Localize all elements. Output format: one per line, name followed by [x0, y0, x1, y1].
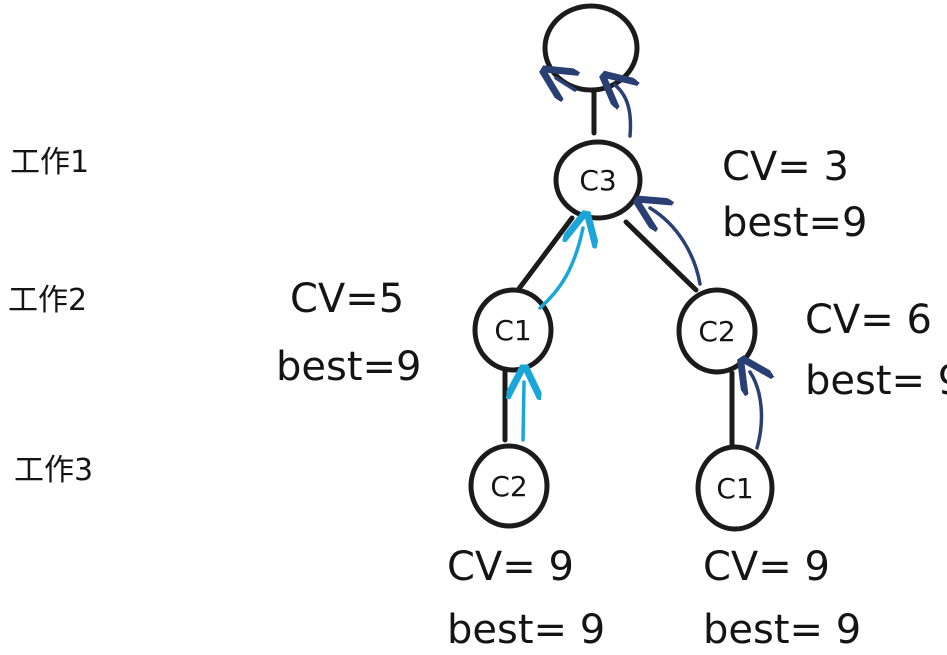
arrow-l1-root — [615, 85, 630, 138]
annotation-l3a-cv: CV= 9 — [447, 544, 574, 590]
node-root — [542, 3, 640, 93]
arrow-l3b-l2b — [750, 372, 761, 450]
node-label-l2a: C1 — [494, 314, 531, 347]
arrow-root-hint — [556, 78, 575, 90]
node-l3b — [695, 444, 775, 532]
row-label-2: 工作2 — [8, 283, 87, 318]
annotation-l3b-best: best= 9 — [703, 607, 861, 653]
node-label-l2b: C2 — [698, 315, 735, 348]
annotation-l1-best: best=9 — [722, 200, 868, 246]
arrow-l2a-l1 — [538, 228, 583, 310]
edge-l1-l2b — [623, 219, 699, 293]
annotation-l1-cv: CV= 3 — [722, 144, 849, 190]
annotation-l3a-best: best= 9 — [447, 607, 605, 653]
annotation-l2b-cv: CV= 6 — [805, 297, 932, 343]
node-label-l3b: C1 — [716, 472, 753, 505]
row-label-1: 工作1 — [10, 145, 89, 180]
arrow-l3a-l2a — [523, 382, 524, 442]
node-label-l3a: C2 — [490, 470, 527, 503]
annotation-l2a-cv: CV=5 — [290, 276, 404, 322]
row-label-3: 工作3 — [14, 453, 93, 488]
annotation-l2b-best: best= 9 — [805, 358, 947, 404]
node-label-l1: C3 — [579, 164, 616, 197]
annotation-l3b-cv: CV= 9 — [703, 544, 830, 590]
node-l3a — [468, 443, 550, 529]
arrow-l2b-l1 — [650, 208, 702, 286]
annotation-l2a-best: best=9 — [276, 344, 422, 390]
